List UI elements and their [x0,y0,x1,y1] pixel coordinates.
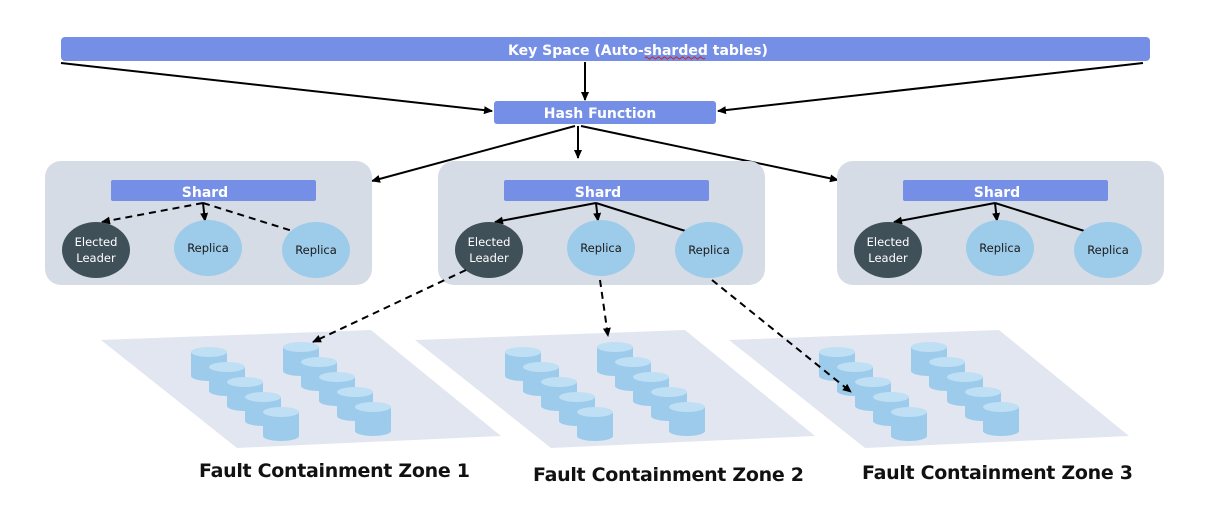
shard-links [101,202,303,236]
shard-header [504,180,709,201]
node-label: Replica [1087,243,1129,257]
replica-node: Replica [282,222,350,278]
shard-header [903,180,1108,201]
hash-function-label: Hash Function [544,106,657,122]
hash-function-box: Hash Function [494,101,716,124]
node-label: Elected [867,235,910,249]
node-label: Elected [75,235,118,249]
node-label: Elected [468,235,511,249]
replica-node: Replica [1074,222,1142,278]
node-label: Replica [187,241,229,255]
shard-label: Shard [575,185,621,201]
replication-arrows [312,269,852,393]
node-label: Leader [868,251,908,265]
replica-node: Replica [174,220,242,276]
replica-node: Replica [966,220,1034,276]
zone-2-label: Fault Containment Zone 2 [533,464,804,486]
spellcheck-underline [644,56,706,60]
node-label: Replica [688,243,730,257]
disk-icon [263,407,299,441]
disk-icon [669,402,705,436]
disk-icon [355,402,391,436]
keyspace-to-hash-arrows [60,62,1144,115]
keyspace-bar: Key Space (Auto-sharded tables) [61,37,1150,61]
node-label: Replica [580,241,622,255]
node-label: Leader [469,251,509,265]
fault-zone-2 [415,330,815,448]
disk-icon [983,402,1019,436]
shard-links [494,202,696,236]
shard-label: Shard [182,185,228,201]
shard-links [893,202,1095,236]
disk-icon [577,407,613,441]
shard-header [111,180,316,201]
node-label: Replica [295,243,337,257]
shard-label: Shard [974,185,1020,201]
replica-node: Replica [567,220,635,276]
disk-icon [891,407,927,441]
zone-1-label: Fault Containment Zone 1 [199,460,470,482]
node-label: Replica [979,241,1021,255]
replica-node: Replica [675,222,743,278]
node-label: Leader [76,251,116,265]
keyspace-label: Key Space (Auto-sharded tables) [508,43,768,59]
fault-zone-1 [101,330,501,448]
hash-to-shards-arrows [371,125,839,183]
zone-3-label: Fault Containment Zone 3 [862,462,1133,484]
